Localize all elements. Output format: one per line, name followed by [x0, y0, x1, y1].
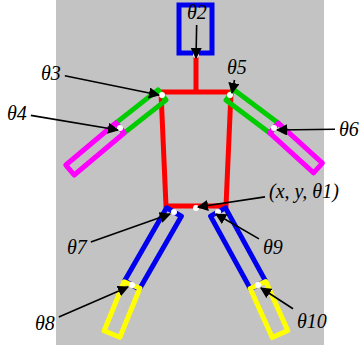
joint-dot [193, 205, 199, 211]
upper-arm-segment [116, 90, 166, 133]
joint-dot [159, 92, 165, 98]
leader-arrow [59, 287, 128, 317]
joint-dot [171, 209, 177, 215]
leader-arrow [91, 214, 170, 242]
angle-label: θ10 [296, 310, 328, 332]
leader-arrow [261, 288, 293, 309]
joint-dot [255, 282, 261, 288]
angle-label: θ6 [338, 118, 360, 140]
leader-arrow [198, 197, 265, 207]
angle-label: θ9 [262, 236, 284, 258]
background-panel [56, 0, 324, 345]
angle-label: θ5 [226, 56, 248, 78]
joint-dot [215, 209, 221, 215]
leader-arrow [31, 115, 118, 130]
leader-arrow [277, 128, 335, 130]
upper-arm-segment [226, 90, 278, 133]
leader-arrow [216, 214, 259, 239]
joint-dot [271, 125, 277, 131]
forearm-segment [66, 123, 124, 175]
angle-label: θ7 [66, 236, 88, 258]
shin-segment [250, 282, 288, 338]
angle-label: θ8 [34, 312, 56, 334]
angle-label: θ4 [6, 102, 28, 124]
thigh-segment [211, 208, 266, 289]
angle-label: (x, y, θ1) [268, 180, 340, 202]
torso-segment [161, 92, 231, 206]
leader-arrow [232, 80, 234, 93]
leader-arrow [195, 25, 197, 58]
angle-label: θ3 [40, 62, 62, 84]
neck-segment [194, 55, 199, 92]
leader-arrow [65, 76, 159, 95]
angle-label: θ2 [186, 1, 208, 23]
joint-dot [129, 282, 135, 288]
